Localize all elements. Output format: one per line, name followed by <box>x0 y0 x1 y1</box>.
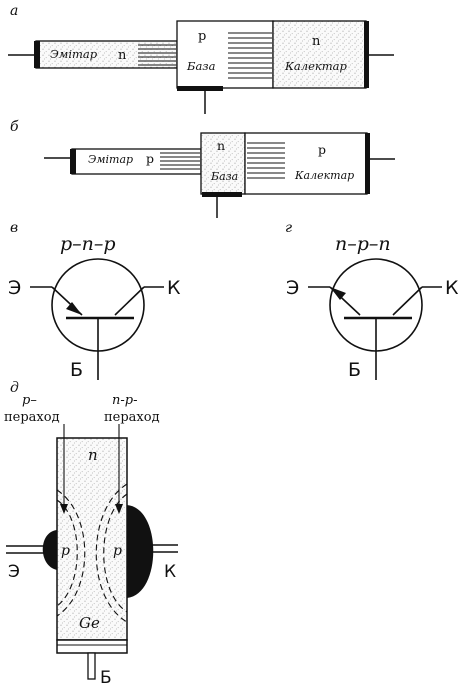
emitter-indium-drop <box>42 530 57 570</box>
collector-contact <box>365 133 370 194</box>
npn-transistor-symbol-icon <box>308 258 442 380</box>
base-label: База <box>186 59 216 73</box>
material-label: Ge <box>79 614 100 632</box>
collector-indium-drop <box>127 505 154 598</box>
emitter-contact <box>34 41 40 68</box>
base-type: n <box>217 138 225 153</box>
panel-a: а Эмітар n p База n Калектар <box>8 3 394 114</box>
pnp-title: p–n–p <box>60 233 116 255</box>
base-terminal-label: Б <box>100 668 112 687</box>
collector-contact <box>364 21 369 88</box>
right-p-region-label: p <box>113 543 122 559</box>
right-junction-line2: пераход <box>104 410 160 425</box>
emitter-label: Эмітар <box>88 153 133 166</box>
npn-title: n–p–n <box>335 233 391 255</box>
collector-label: Калектар <box>294 169 354 182</box>
emitter-type: p <box>146 151 154 166</box>
germanium-crystal <box>56 437 128 641</box>
injection-arrows <box>138 44 176 66</box>
right-junction-line1: n-p- <box>112 393 137 408</box>
base-region <box>176 20 274 89</box>
pnp-collector-label: К <box>167 277 181 299</box>
emitter-label: Эмітар <box>50 47 98 61</box>
left-junction-line2: пераход <box>4 410 60 425</box>
emitter-type: n <box>118 48 127 63</box>
pnp-emitter-label: Э <box>8 277 21 299</box>
injection-arrows <box>160 152 200 170</box>
panel-letter-b: б <box>10 119 19 135</box>
panel-b: б Эмітар p n База p Калектар <box>10 119 395 218</box>
collector-terminal-label: К <box>164 562 176 582</box>
base-contact <box>177 86 223 91</box>
panel-letter-d: г <box>285 220 292 236</box>
right-junction-boundary <box>95 483 128 623</box>
npn-collector-label: К <box>445 277 459 299</box>
base-pin <box>87 652 96 680</box>
base-field-lines <box>247 142 285 179</box>
panel-d: г n–p–n Э К Б <box>285 220 459 381</box>
panel-c: в p–n–p Э К Б <box>8 220 181 381</box>
npn-base-label: Б <box>348 359 361 381</box>
panel-letter-c: в <box>10 220 18 236</box>
npn-emitter-label: Э <box>286 277 299 299</box>
left-junction-boundary <box>56 489 86 617</box>
base-contact <box>202 192 242 197</box>
left-p-region-label: p <box>61 543 70 559</box>
pnp-base-label: Б <box>70 359 83 381</box>
panel-letter-e: д <box>10 380 19 396</box>
left-junction-line1: p– <box>22 393 37 408</box>
base-field-lines <box>228 32 272 79</box>
panel-e: д p– пераход n-p- пераход n <box>4 380 178 687</box>
pnp-transistor-symbol-icon <box>30 258 164 380</box>
base-label: База <box>210 170 238 183</box>
collector-region <box>272 20 367 89</box>
panel-letter-a: а <box>10 3 18 19</box>
base-region <box>200 132 246 195</box>
collector-type: p <box>318 142 326 157</box>
crystal-type-label: n <box>88 446 98 464</box>
emitter-contact <box>70 149 76 174</box>
collector-label: Калектар <box>284 59 348 73</box>
base-plate <box>56 639 128 654</box>
base-type: p <box>198 29 206 44</box>
emitter-terminal-label: Э <box>8 562 20 582</box>
collector-type: n <box>312 34 321 49</box>
